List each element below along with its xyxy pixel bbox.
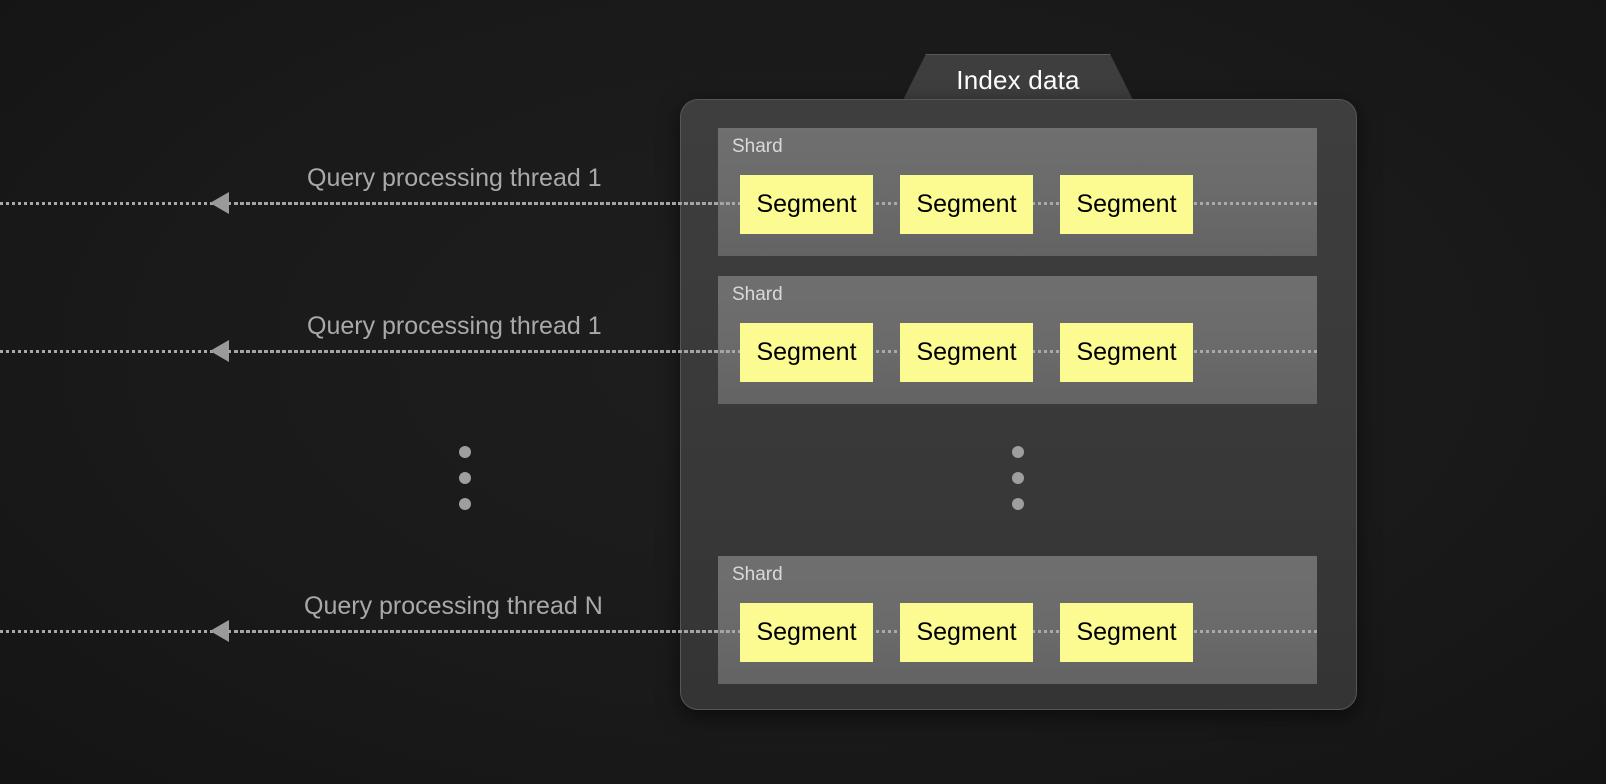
query-thread-label: Query processing thread 1	[307, 164, 602, 192]
query-thread-arrow	[210, 339, 730, 363]
segment-box[interactable]: Segment	[900, 175, 1033, 234]
ellipsis-dot	[459, 472, 471, 484]
query-thread-arrow	[210, 619, 730, 643]
ellipsis-dot	[1012, 446, 1024, 458]
arrow-dotted-line	[228, 630, 730, 633]
shard-row[interactable]: Shard Segment Segment Segment	[0, 276, 1317, 404]
index-data-tab: Index data	[900, 54, 1136, 106]
segment-list: Segment Segment Segment	[740, 323, 1193, 382]
arrow-head-icon	[210, 192, 229, 214]
shard-label: Shard	[732, 136, 783, 157]
shard-label: Shard	[732, 284, 783, 305]
ellipsis-dot	[459, 498, 471, 510]
segment-gap	[1033, 632, 1060, 633]
shard-ellipsis	[1012, 446, 1024, 510]
arrow-dotted-line	[228, 350, 730, 353]
arrow-head-icon	[210, 620, 229, 642]
segment-gap	[873, 352, 900, 353]
segment-box[interactable]: Segment	[900, 603, 1033, 662]
shard-label: Shard	[732, 564, 783, 585]
ellipsis-dot	[1012, 498, 1024, 510]
segment-box[interactable]: Segment	[1060, 603, 1193, 662]
segment-box[interactable]: Segment	[900, 323, 1033, 382]
segment-box[interactable]: Segment	[1060, 323, 1193, 382]
query-thread-label: Query processing thread N	[304, 592, 603, 620]
index-data-title: Index data	[956, 64, 1080, 95]
segment-gap	[873, 204, 900, 205]
query-thread-label: Query processing thread 1	[307, 312, 602, 340]
arrow-head-icon	[210, 340, 229, 362]
segment-box[interactable]: Segment	[740, 175, 873, 234]
segment-gap	[1033, 204, 1060, 205]
segment-box[interactable]: Segment	[740, 603, 873, 662]
segment-box[interactable]: Segment	[1060, 175, 1193, 234]
segment-gap	[873, 632, 900, 633]
arrow-dotted-line	[228, 202, 730, 205]
segment-list: Segment Segment Segment	[740, 603, 1193, 662]
segment-box[interactable]: Segment	[740, 323, 873, 382]
query-thread-arrow	[210, 191, 730, 215]
shard-row[interactable]: Shard Segment Segment Segment	[0, 556, 1317, 684]
ellipsis-dot	[1012, 472, 1024, 484]
segment-gap	[1033, 352, 1060, 353]
thread-ellipsis	[459, 446, 471, 510]
segment-list: Segment Segment Segment	[740, 175, 1193, 234]
ellipsis-dot	[459, 446, 471, 458]
shard-row[interactable]: Shard Segment Segment Segment	[0, 128, 1317, 256]
